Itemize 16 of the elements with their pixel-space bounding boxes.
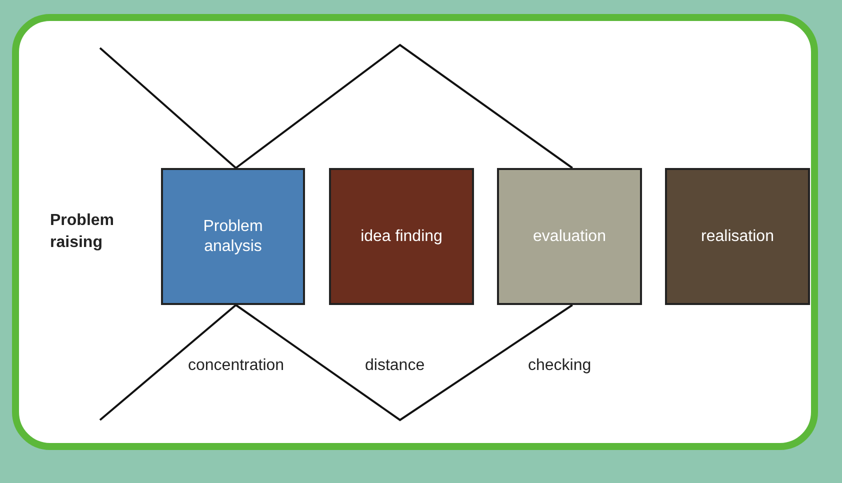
box-label: idea finding bbox=[360, 226, 444, 246]
process-box bbox=[329, 168, 474, 305]
process-box bbox=[665, 168, 810, 305]
box-label: Problem analysis bbox=[202, 216, 264, 256]
line bbox=[99, 304, 237, 421]
box-label: evaluation bbox=[532, 226, 607, 246]
process-box bbox=[161, 168, 305, 305]
phase-label: distance bbox=[365, 357, 425, 375]
process-box bbox=[497, 168, 642, 305]
line bbox=[235, 304, 573, 422]
phase-label: concentration bbox=[188, 357, 284, 375]
line bbox=[235, 44, 573, 169]
box-label: realisation bbox=[700, 226, 775, 246]
side-label: Problem raising bbox=[50, 211, 116, 253]
phase-label: checking bbox=[528, 357, 592, 375]
line bbox=[99, 47, 237, 169]
